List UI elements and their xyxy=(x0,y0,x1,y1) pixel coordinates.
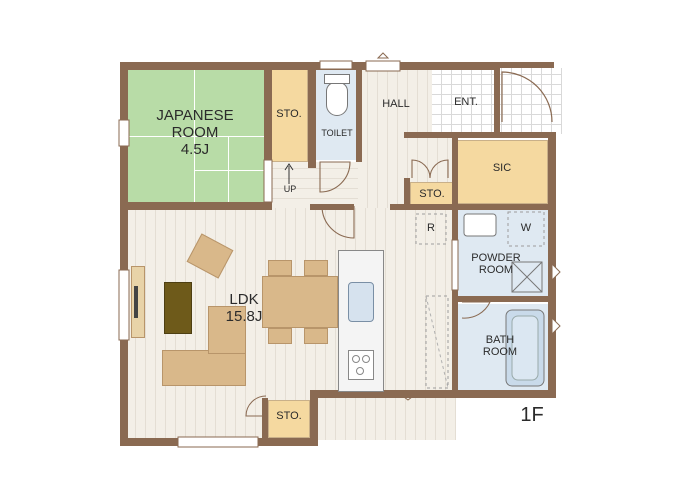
up-arrow-head xyxy=(284,163,294,171)
dining-table xyxy=(262,276,338,328)
washer-label: W xyxy=(520,222,532,234)
wall-japanese-south xyxy=(120,202,268,210)
door-bath xyxy=(461,301,491,319)
vanity-cross-b xyxy=(511,261,543,293)
stove-burner-3 xyxy=(356,367,364,375)
door-sic xyxy=(411,159,449,179)
kitchen-sink xyxy=(348,282,374,322)
window-bath-east xyxy=(551,316,561,336)
wall-west xyxy=(120,62,128,442)
wall-north-left xyxy=(120,62,310,70)
stove-burner-2 xyxy=(362,355,370,363)
stove-burner-1 xyxy=(352,355,360,363)
bathtub-inner xyxy=(511,315,539,381)
wall-sto-east xyxy=(308,62,316,168)
wall-north-right xyxy=(400,62,498,70)
storage-bottom-label: STO. xyxy=(276,410,302,422)
door-sto-bottom xyxy=(245,395,267,417)
storage-hall-label: STO. xyxy=(419,188,445,200)
toilet-label: TOILET xyxy=(321,128,353,138)
dining-chair xyxy=(268,260,292,276)
dining-chair xyxy=(304,260,328,276)
wall-powder-south xyxy=(456,296,552,302)
wall-entrance-south xyxy=(404,132,554,138)
bath-room-label: BATH ROOM xyxy=(482,334,518,359)
window-ldk-west xyxy=(118,269,130,341)
wall-sic-west xyxy=(452,132,458,210)
wall-powder-west xyxy=(452,208,458,396)
powder-room-label: POWDER ROOM xyxy=(471,252,521,277)
door-powder xyxy=(451,239,459,291)
vanity-cabinet xyxy=(511,261,543,293)
wall-sto-bottom-west xyxy=(262,398,268,442)
wall-east-entrance xyxy=(494,66,500,132)
wall-south-step xyxy=(310,392,318,446)
tv-board xyxy=(131,266,145,338)
wall-toilet-east xyxy=(356,62,362,162)
up-label: UP xyxy=(283,184,297,194)
window-ldk-south xyxy=(177,436,259,448)
window-toilet xyxy=(319,60,353,70)
pantry-dashed xyxy=(425,295,449,389)
coffee-table xyxy=(164,282,192,334)
storage-top-label: STO. xyxy=(276,108,302,120)
tv-screen xyxy=(134,286,138,318)
window-japanese-west xyxy=(118,119,130,147)
wall-north-entrance xyxy=(498,62,554,68)
sofa-chaise xyxy=(208,306,246,354)
sofa-main xyxy=(162,350,246,386)
wall-hall-south xyxy=(390,204,550,210)
door-entrance xyxy=(501,71,553,123)
powder-sink xyxy=(463,213,497,237)
door-japanese-slide xyxy=(263,159,273,203)
wall-south-right xyxy=(310,390,554,398)
hall-label: HALL xyxy=(382,98,410,110)
window-powder-east xyxy=(551,262,561,282)
floor-label: 1F xyxy=(520,404,544,426)
window-hall-north xyxy=(365,60,401,72)
toilet-tank xyxy=(324,74,350,84)
corridor-up-floor xyxy=(270,162,358,208)
kitchen-stove xyxy=(348,350,374,380)
japanese-room-label: JAPANESE ROOM 4.5J xyxy=(156,107,234,158)
wall-japanese-east xyxy=(264,62,272,210)
sic-floor xyxy=(456,140,548,204)
refrigerator-label: R xyxy=(427,222,435,234)
window-hall-north-mark xyxy=(376,52,390,59)
washer-outline xyxy=(507,211,545,247)
japanese-room-floor xyxy=(126,68,264,204)
door-toilet xyxy=(319,161,351,193)
dining-chair xyxy=(304,328,328,344)
refrigerator-outline xyxy=(415,213,447,245)
toilet-bowl xyxy=(326,82,348,116)
sic-label: SIC xyxy=(492,162,512,174)
storage-bottom-floor xyxy=(268,400,310,438)
dining-chair xyxy=(268,328,292,344)
window-south-mark xyxy=(399,393,417,401)
door-ldk xyxy=(321,205,355,239)
entrance-label: ENT. xyxy=(454,96,478,108)
wall-sto-hall-west xyxy=(404,178,410,208)
pantry-dashed-diag xyxy=(425,295,449,389)
wall-corridor-south xyxy=(310,204,354,210)
ldk-label: LDK 15.8J xyxy=(225,291,263,325)
